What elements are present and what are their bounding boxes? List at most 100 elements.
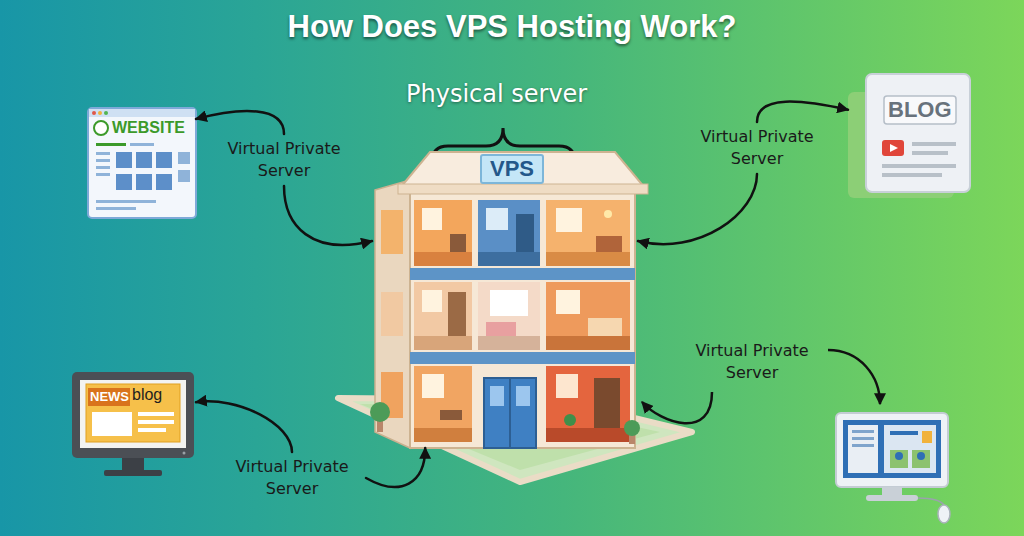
- building-illustration-part: [484, 378, 536, 448]
- building-illustration-part: [594, 378, 620, 428]
- building-illustration-part: [486, 208, 508, 230]
- website-icon-drawing-part: [96, 207, 136, 210]
- building-illustration-part: [486, 322, 516, 336]
- icon-title: NEWS: [90, 389, 129, 405]
- website-icon-drawing-part: [96, 159, 110, 162]
- building-illustration-part: [414, 336, 472, 350]
- news-monitor-drawing-part: [138, 412, 174, 416]
- computer-drawing-part: [836, 413, 948, 487]
- website-icon-drawing-part: [104, 111, 108, 115]
- news-monitor-drawing-part: [104, 470, 162, 476]
- computer-drawing-part: [866, 495, 918, 501]
- computer-drawing-part: [938, 505, 950, 523]
- building-illustration: [375, 152, 648, 448]
- edge-label: Virtual Private Server: [214, 138, 354, 182]
- news-monitor-drawing-part: [138, 420, 174, 424]
- edge-label: Virtual Private Server: [687, 126, 827, 170]
- curved-arrow: [196, 111, 372, 245]
- news-monitor-drawing-part: [138, 428, 166, 432]
- website-icon-drawing-part: [136, 174, 152, 190]
- leader-arrows-part: [828, 350, 880, 404]
- news-monitor-drawing-part: [86, 384, 180, 442]
- computer-drawing-part: [922, 431, 932, 443]
- computer-drawing-part: [852, 444, 874, 447]
- icon-subtitle: blog: [132, 385, 162, 404]
- computer-drawing-part: [890, 431, 918, 435]
- website-icon-drawing-part: [156, 152, 172, 168]
- website-icon-drawing-part: [96, 152, 110, 155]
- computer-drawing-part: [917, 452, 925, 460]
- blog-icon-drawing-part: [882, 164, 956, 168]
- computer-drawing-part: [882, 487, 902, 496]
- building-illustration-part: [516, 214, 534, 252]
- website-icon-drawing-part: [94, 121, 108, 135]
- blog-icon-drawing-part: [890, 144, 898, 152]
- building-illustration-part: [398, 184, 648, 194]
- building-illustration-part: [422, 374, 444, 398]
- website-icon-drawing: [88, 108, 196, 218]
- building-illustration-part: [422, 290, 442, 312]
- building-illustration-part: [556, 290, 580, 314]
- website-icon-drawing-part: [116, 152, 132, 168]
- building-illustration-part: [604, 210, 612, 218]
- computer-drawing-part: [884, 425, 936, 473]
- building-illustration-part: [490, 290, 528, 316]
- website-icon-drawing-part: [98, 111, 102, 115]
- news-icon: NEWSblog: [70, 368, 196, 482]
- news-monitor-drawing-part: [92, 412, 132, 436]
- icon-title: WEBSITE: [112, 118, 185, 137]
- curved-arrow: [638, 102, 848, 245]
- building-illustration-part: [490, 386, 504, 406]
- website-icon-drawing-part: [178, 170, 190, 182]
- computer-drawing-part: [843, 420, 941, 478]
- building-illustration-part: [546, 366, 630, 442]
- blog-icon-drawing-part: [912, 151, 948, 155]
- website-icon-drawing-part: [130, 143, 154, 146]
- building-illustration-part: [478, 282, 540, 350]
- building-illustration-part: [414, 200, 472, 266]
- diagram-title: How Does VPS Hosting Work?: [0, 8, 1024, 45]
- building-illustration-part: [546, 336, 630, 350]
- building-illustration-part: [400, 152, 645, 188]
- building-illustration-part: [546, 252, 630, 266]
- building-illustration-part: [509, 378, 511, 448]
- building-illustration-part: [414, 282, 472, 350]
- website-icon-drawing-part: [96, 166, 110, 169]
- building-illustration-part: [450, 234, 466, 252]
- building-node: VPS: [372, 148, 638, 448]
- computer-drawing-part: [848, 425, 878, 473]
- blog-icon-drawing-part: [882, 140, 904, 156]
- building-illustration-part: [410, 180, 635, 448]
- building-illustration-part: [546, 282, 630, 350]
- building-illustration-part: [414, 428, 472, 442]
- blog-icon-drawing: [848, 74, 970, 198]
- vps-label: Virtual Private Server: [682, 340, 822, 384]
- building-illustration-part: [410, 268, 635, 280]
- website-icon-drawing-part: [96, 143, 126, 146]
- building-illustration-part: [596, 236, 622, 252]
- news-monitor-drawing-part: [80, 380, 186, 448]
- building-illustration-part: [564, 414, 576, 426]
- computer-drawing-part: [852, 430, 874, 433]
- building-illustration-part: [588, 318, 622, 336]
- plants-part: [370, 402, 390, 422]
- website-icon-drawing-part: [116, 174, 132, 190]
- building-illustration-part: [414, 366, 472, 442]
- computer-drawing-part: [895, 452, 903, 460]
- plants-part: [624, 420, 640, 436]
- blog-icon-drawing-part: [912, 142, 956, 146]
- building-illustration-part: [422, 208, 442, 230]
- website-icon-drawing-part: [96, 173, 110, 176]
- building-illustration-part: [440, 410, 462, 420]
- building-illustration-part: [414, 252, 472, 266]
- building-illustration-part: [546, 200, 630, 266]
- building-sign: VPS: [480, 154, 544, 184]
- website-icon-drawing-part: [89, 109, 195, 117]
- leader-arrows-part: [642, 392, 712, 423]
- computer-drawing-part: [852, 437, 874, 440]
- website-icon-drawing-part: [156, 174, 172, 190]
- website-icon-drawing-part: [88, 108, 196, 218]
- website-icon-drawing-part: [136, 152, 152, 168]
